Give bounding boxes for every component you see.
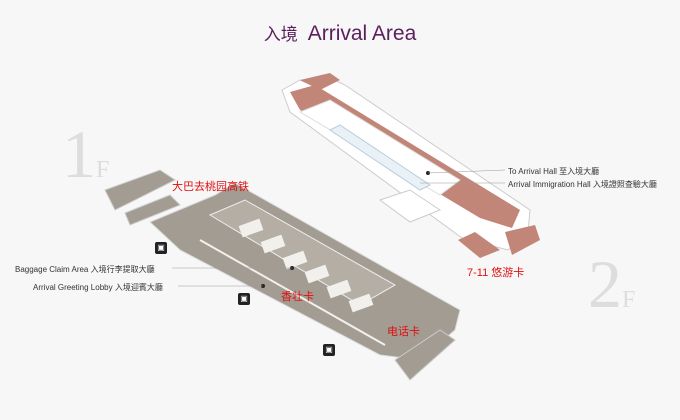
to-arrival-hall-label: To Arrival Hall 至入境大廳: [508, 167, 600, 176]
taxi-icon: ▣: [238, 293, 250, 305]
taxi-icon: ▣: [323, 344, 335, 356]
floor-2f-plan: [281, 73, 540, 258]
phone-card-annotation: 电话卡: [387, 326, 420, 338]
sim-card-annotation: 香壮卡: [281, 291, 314, 303]
seven-eleven-annotation: 7-11 悠游卡: [467, 267, 525, 279]
greeting-lobby-label: Arrival Greeting Lobby 入境迎賓大廳: [33, 283, 163, 292]
bus-hsr-annotation: 大巴去桃园高铁: [172, 181, 249, 193]
immigration-hall-label: Arrival Immigration Hall 入境證照查驗大廳: [508, 180, 657, 189]
floor-1f-plan: [104, 169, 461, 381]
baggage-carousels: [238, 218, 374, 313]
floor-label-2f: 2F: [588, 246, 636, 322]
baggage-claim-label: Baggage Claim Area 入境行李提取大廳: [15, 265, 155, 274]
taxi-icon: ▣: [155, 242, 167, 254]
floor-label-1f: 1F: [62, 116, 110, 192]
leader-lines: [172, 169, 506, 287]
